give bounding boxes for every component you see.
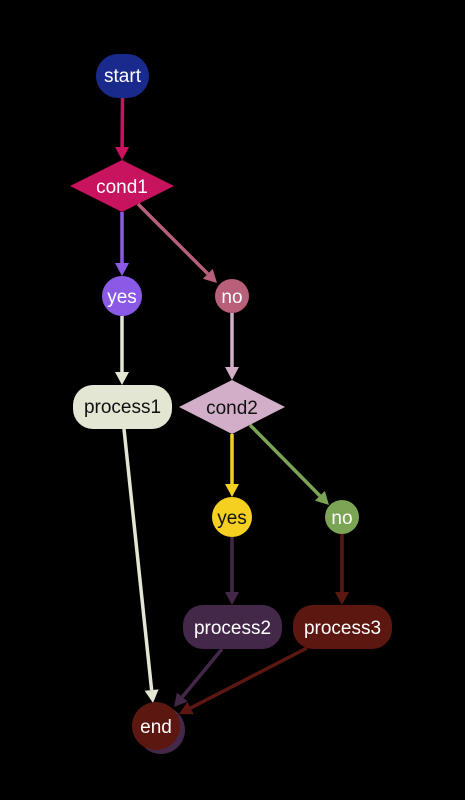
edge-arrowhead — [225, 592, 239, 605]
edge-arrowhead — [115, 372, 129, 385]
process3-label: process3 — [304, 618, 381, 639]
cond1-label: cond1 — [96, 177, 148, 198]
edge-line — [180, 647, 224, 699]
start-shape — [96, 54, 149, 98]
edge-layer — [115, 97, 349, 715]
edge-arrowhead — [179, 701, 194, 715]
process2-shape — [183, 605, 282, 649]
node-yes-2: yes — [212, 497, 252, 537]
yes-1-shape — [102, 276, 142, 316]
edge-process1-to-end — [122, 428, 159, 703]
yes-1-label: yes — [107, 287, 137, 308]
process2-label: process2 — [194, 618, 271, 639]
edge-line — [189, 646, 308, 710]
node-process1: process1 — [73, 385, 172, 429]
edge-arrowhead — [115, 263, 129, 276]
no-2-shape — [325, 500, 359, 534]
cond1-shape — [70, 160, 174, 212]
edge-cond2-to-no2 — [248, 423, 329, 505]
edge-arrowhead — [144, 689, 159, 703]
end-label: end — [140, 717, 172, 738]
edge-process2-to-end — [174, 647, 224, 707]
cond2-label: cond2 — [206, 398, 258, 419]
edge-line — [122, 428, 154, 691]
yes-2-shape — [212, 497, 252, 537]
node-process2: process2 — [183, 605, 282, 649]
edge-arrowhead — [335, 592, 349, 605]
edge-yes2-to-process2 — [225, 537, 239, 605]
edge-no1-to-cond2 — [225, 313, 239, 380]
node-end: end — [132, 702, 185, 754]
node-start: start — [96, 54, 149, 98]
no-2-label: no — [331, 508, 352, 529]
node-no-1: no — [215, 279, 249, 313]
yes-2-label: yes — [217, 508, 247, 529]
edge-arrowhead — [202, 268, 217, 283]
edge-arrowhead — [314, 490, 329, 505]
process1-shape — [73, 385, 172, 429]
edge-no2-to-process3 — [335, 534, 349, 605]
edge-cond2-to-yes2 — [225, 434, 239, 497]
cond2-shape — [179, 380, 285, 434]
process1-label: process1 — [84, 397, 161, 418]
node-process3: process3 — [293, 605, 392, 649]
edge-arrowhead — [115, 146, 130, 160]
node-cond1: cond1 — [70, 160, 174, 212]
node-no-2: no — [325, 500, 359, 534]
node-cond2: cond2 — [179, 380, 285, 434]
process3-shape — [293, 605, 392, 649]
edge-start-to-cond1 — [115, 97, 130, 160]
edge-arrowhead — [225, 484, 239, 497]
end-shape — [132, 702, 180, 750]
edge-arrowhead — [225, 367, 239, 380]
edge-cond1-to-yes1 — [115, 212, 129, 276]
edge-arrowhead — [174, 692, 188, 707]
no-1-shape — [215, 279, 249, 313]
edge-cond1-to-no1 — [136, 202, 217, 283]
edge-line — [136, 202, 210, 276]
start-label: start — [104, 66, 142, 87]
edge-process3-to-end — [179, 646, 308, 715]
edge-line — [248, 423, 322, 497]
node-yes-1: yes — [102, 276, 142, 316]
no-1-label: no — [221, 287, 242, 308]
edge-yes1-to-process1 — [115, 316, 129, 385]
